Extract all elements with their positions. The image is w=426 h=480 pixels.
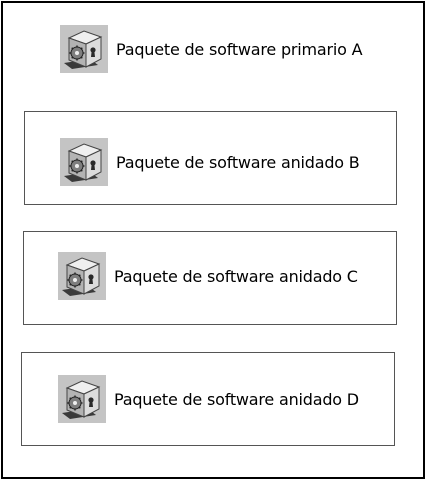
package-label: Paquete de software anidado D <box>114 389 359 409</box>
nested-package-b: Paquete de software anidado B <box>60 138 360 186</box>
nested-package-c: Paquete de software anidado C <box>58 252 358 300</box>
package-label: Paquete de software anidado C <box>114 266 358 286</box>
software-package-icon <box>60 138 108 186</box>
primary-package: Paquete de software primario A <box>60 25 363 73</box>
software-package-icon <box>58 252 106 300</box>
software-package-icon <box>60 25 108 73</box>
package-label: Paquete de software anidado B <box>116 152 360 172</box>
package-label: Paquete de software primario A <box>116 39 363 59</box>
nested-package-d: Paquete de software anidado D <box>58 375 359 423</box>
software-package-icon <box>58 375 106 423</box>
